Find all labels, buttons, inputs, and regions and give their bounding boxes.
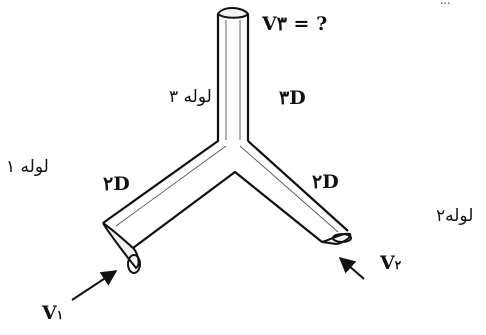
header-fragment: ... [440,0,451,7]
pipe1-velocity-label: V۱ [42,302,64,324]
pipe2-label: لوله۲ [436,206,474,226]
pipe3-velocity-label: V۳ = ? [262,13,328,35]
pipe3-label: لوله ۳ [169,87,212,107]
flow-arrow-icon [338,256,365,280]
flow-arrow-icon [71,270,118,301]
pipe3-end-cap [216,7,250,19]
pipe-inner-wall [115,20,339,233]
pipe1-diameter-label: ۲D [103,173,130,195]
pipe1-end-cap [102,222,140,270]
pipe1-label: لوله ۱ [6,157,49,177]
pipe2-diameter-label: ۲D [312,171,339,193]
pipe-outline [102,14,349,249]
pipe2-velocity-label: V۲ [380,252,402,274]
pipe2-opening [332,233,352,243]
pipe3-diameter-label: ۳D [279,87,306,109]
pipe1-opening [127,254,141,274]
